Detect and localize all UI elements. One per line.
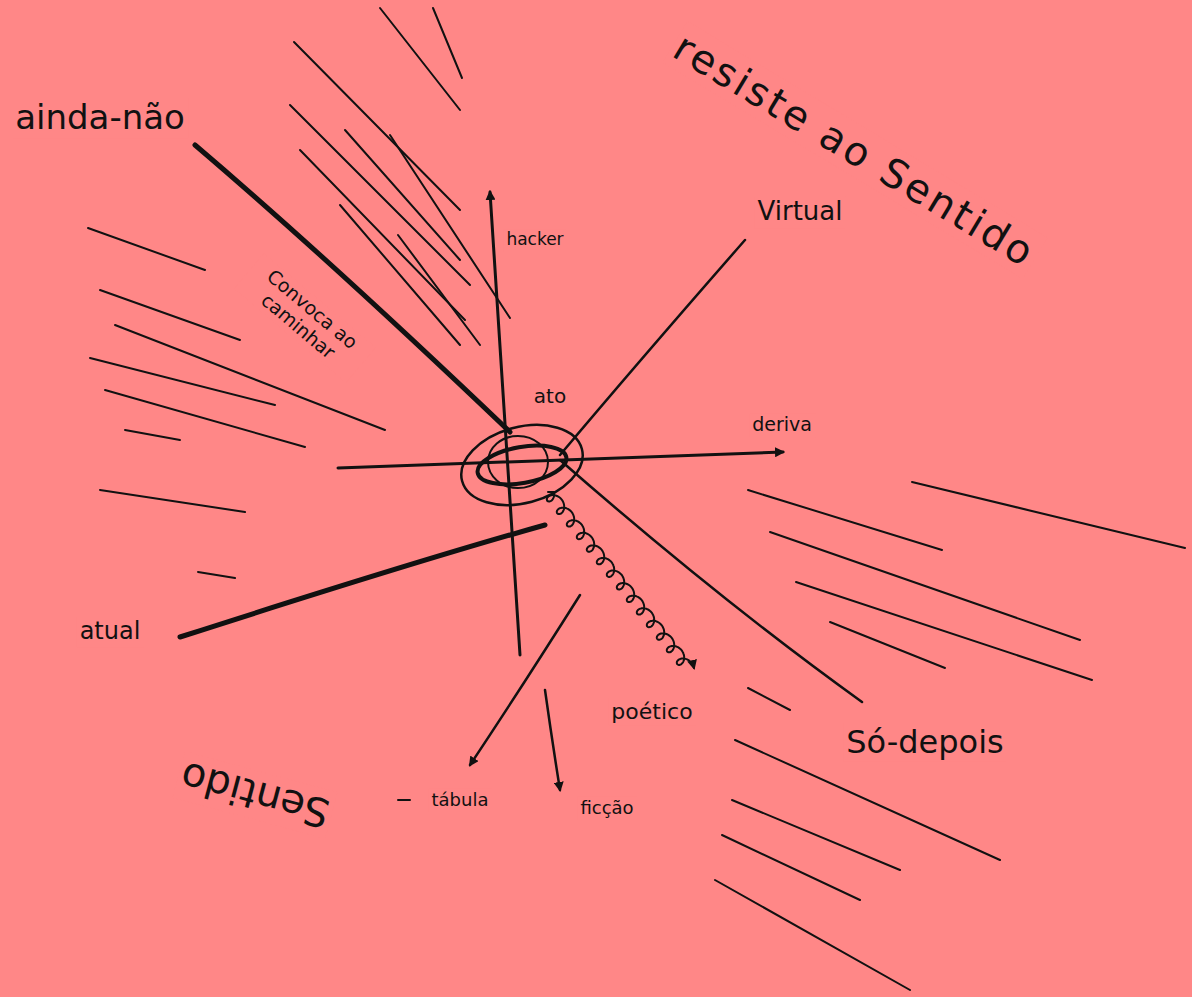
axis-label: atual xyxy=(77,617,144,647)
center-label: ato xyxy=(531,384,569,409)
branch-label: tábula xyxy=(429,789,492,812)
hatching xyxy=(88,8,1185,990)
inverted-word: Sentido xyxy=(172,751,337,838)
axis-label: ainda-não xyxy=(12,97,188,138)
title-arc: resiste ao Sentido xyxy=(663,21,1047,278)
axis-label: poético xyxy=(608,698,695,725)
axis-label: Virtual xyxy=(755,196,846,228)
branch-label: ficção xyxy=(577,797,636,820)
axis-label: deriva xyxy=(749,413,815,437)
axis-label: hacker xyxy=(503,229,566,251)
axis-label: Só-depois xyxy=(843,723,1006,762)
note: Convoca ao caminhar xyxy=(234,254,375,383)
axes xyxy=(180,145,862,800)
